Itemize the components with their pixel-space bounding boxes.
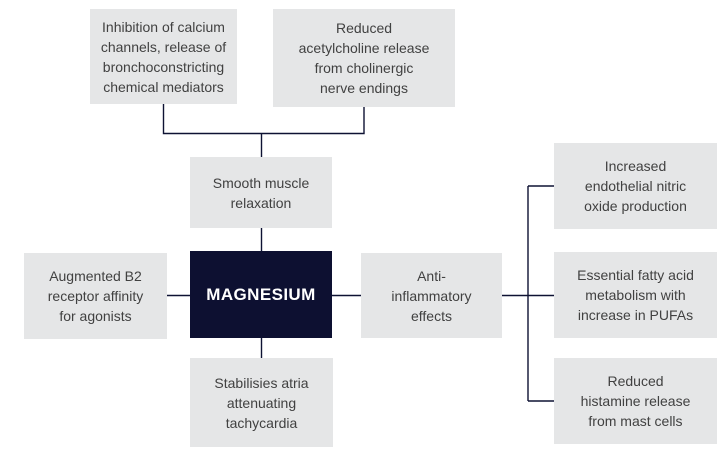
node-magnesium: MAGNESIUM [190,251,332,338]
node-acetylcholine: Reduced acetylcholine release from choli… [273,9,455,107]
connector-top-merge [162,104,365,135]
node-smooth-muscle: Smooth muscle relaxation [190,157,332,228]
node-atria: Stabilisies atria attenuating tachycardi… [190,358,333,447]
node-nitric-oxide: Increased endothelial nitric oxide produ… [554,143,717,229]
node-histamine: Reduced histamine release from mast cell… [554,358,717,444]
node-fatty-acid: Essential fatty acid metabolism with inc… [554,252,717,338]
node-anti-inflammatory: Anti- inflammatory effects [361,253,502,338]
node-calcium-channels: Inhibition of calcium channels, release … [90,9,237,104]
node-b2-receptor: Augmented B2 receptor affinity for agoni… [24,253,167,339]
